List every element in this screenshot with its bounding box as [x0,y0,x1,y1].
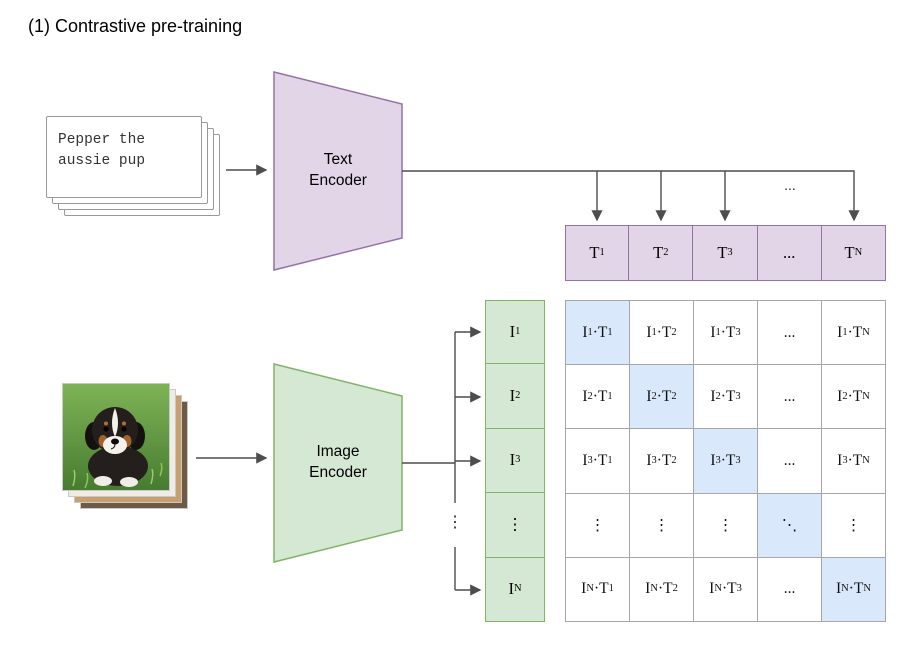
similarity-cell: ... [758,301,822,366]
similarity-cell: ⋮ [630,493,694,558]
similarity-cell: ... [758,429,822,494]
image-branch-ellipsis: ⋮ [447,514,463,531]
text-embedding-cell: ... [757,225,822,281]
similarity-cell: ⋮ [822,493,886,558]
text-output-bus [402,170,860,222]
image-encoder-label: Image Encoder [309,443,367,481]
text-encoder-shape [273,71,403,271]
similarity-cell: ⋮ [694,493,758,558]
puppy-illustration [63,384,169,490]
puppy-photo [62,383,170,491]
text-snippet: Pepper the aussie pup [58,132,146,170]
similarity-cell: ... [758,557,822,622]
similarity-cell: ⋱ [758,493,822,558]
text-snippet-card: Pepper the aussie pup [46,116,202,198]
text-encoder-label: Text Encoder [309,151,367,189]
image-encoder-shape [273,363,403,563]
figure-title: (1) Contrastive pre-training [28,16,243,36]
text-arrows-ellipsis: ... [784,177,796,193]
image-embedding-cell: ⋮ [485,493,545,558]
similarity-cell: ... [758,365,822,430]
similarity-cell: ⋮ [566,493,630,558]
